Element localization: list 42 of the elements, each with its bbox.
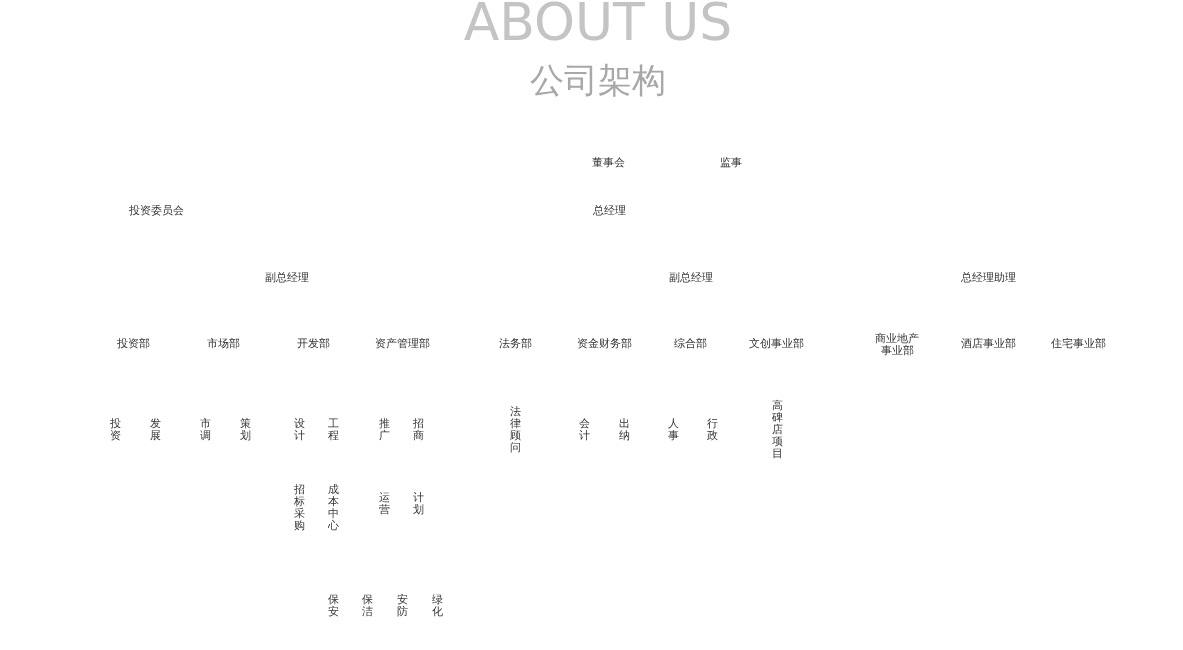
org-unit-label: 会计 (578, 417, 590, 443)
org-unit-label: 资产管理部 (374, 335, 430, 352)
org-unit-label: 出纳 (618, 417, 630, 443)
org-unit-label: 酒店事业部 (960, 335, 1016, 352)
org-unit-label: 发展 (149, 417, 161, 443)
org-unit-label: 保安 (327, 593, 339, 619)
org-unit-label: 市调 (199, 417, 211, 443)
org-unit-label: 商业地产事业部 (874, 332, 920, 358)
org-unit-label: 高碑店项目 (771, 399, 783, 461)
org-unit-label: 安防 (396, 593, 408, 619)
org-unit-label: 副总经理 (669, 269, 713, 286)
org-unit-label: 法律顾问 (509, 405, 521, 455)
org-unit-label: 投资委员会 (128, 202, 184, 219)
org-unit-label: 住宅事业部 (1050, 335, 1106, 352)
org-unit-label: 开发部 (296, 335, 330, 352)
org-unit-label: 法务部 (498, 335, 532, 352)
org-unit-label: 绿化 (431, 593, 443, 619)
org-unit-label: 招商 (412, 417, 424, 443)
org-unit-label: 总经理助理 (960, 269, 1016, 286)
org-unit-label: 运营 (378, 491, 390, 517)
org-unit-label: 董事会 (591, 154, 625, 171)
org-unit-label: 计划 (412, 491, 424, 517)
org-unit-label: 市场部 (206, 335, 240, 352)
org-unit-label: 人事 (667, 417, 679, 443)
org-unit-label: 行政 (706, 417, 718, 443)
org-unit-label: 设计 (293, 417, 305, 443)
org-unit-label: 总经理 (592, 202, 626, 219)
org-unit-label: 资金财务部 (576, 335, 632, 352)
org-unit-label: 工程 (327, 417, 339, 443)
org-unit-label: 副总经理 (265, 269, 309, 286)
org-unit-label: 监事 (720, 154, 742, 171)
org-unit-label: 成本中心 (327, 483, 339, 533)
page-title: ABOUT US (463, 0, 733, 52)
org-unit-label: 文创事业部 (748, 335, 804, 352)
org-unit-label: 保洁 (361, 593, 373, 619)
org-unit-label: 推广 (378, 417, 390, 443)
org-unit-label: 投资 (109, 417, 121, 443)
org-unit-label: 招标采购 (293, 483, 305, 533)
org-unit-label: 策划 (239, 417, 251, 443)
page-subtitle: 公司架构 (530, 63, 666, 97)
org-unit-label: 综合部 (673, 335, 707, 352)
org-unit-label: 投资部 (116, 335, 150, 352)
